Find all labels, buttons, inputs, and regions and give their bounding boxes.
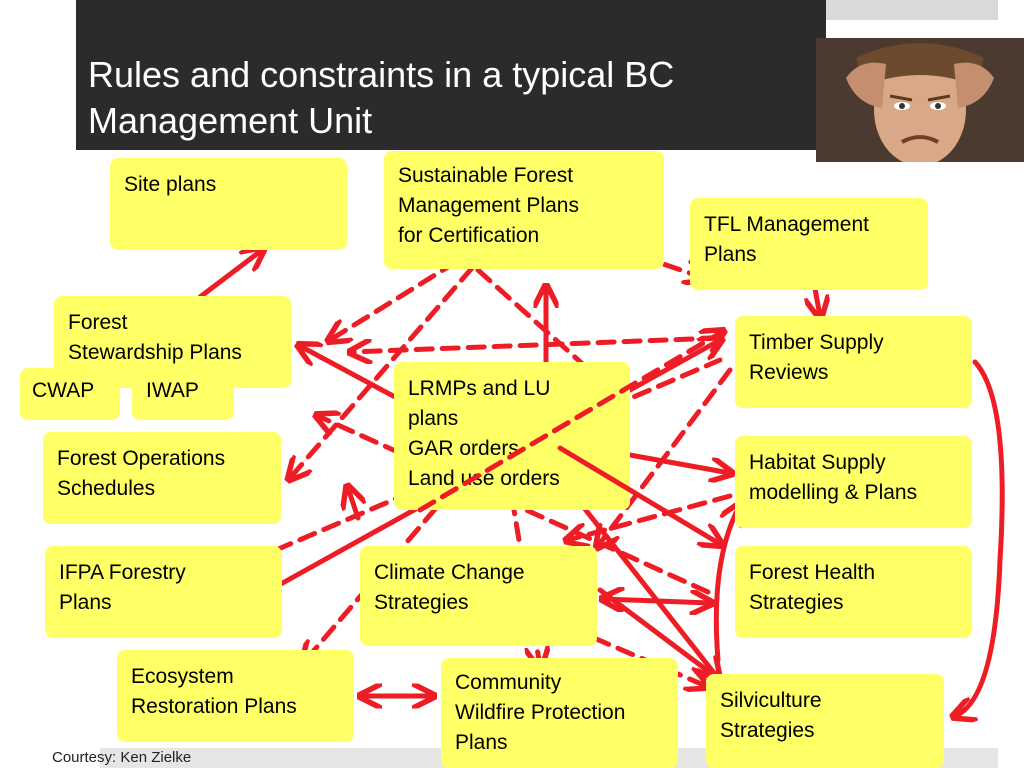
box-lrmp-line-4: Land use orders: [408, 467, 560, 490]
title-band: [76, 0, 826, 150]
box-site-plans: Site plans: [110, 158, 347, 250]
box-forest-health-line-2: Strategies: [749, 591, 844, 614]
box-forest-ops: Forest Operations Schedules: [43, 432, 281, 524]
box-sfm-plans-line-2: Management Plans: [398, 194, 579, 217]
box-lrmp-line-2: plans: [408, 407, 459, 430]
arrow-tsr-to-climate: [598, 367, 733, 546]
box-tfl-plans-line-2: Plans: [704, 243, 757, 266]
box-community-wildfire-line-2: Wildfire Protection: [455, 701, 626, 724]
arrow-tsr-to-fsp: [352, 335, 721, 352]
frustrated-man-photo: [816, 38, 1024, 162]
arrow-tsr-loop-silviculture: [955, 359, 1005, 716]
box-ifpa-line-2: Plans: [59, 591, 112, 614]
box-cwap: CWAP: [20, 368, 120, 420]
box-forest-ops-line-2: Schedules: [57, 477, 156, 500]
box-timber-supply-line-1: Timber Supply: [749, 331, 884, 354]
box-lrmp: LRMPs and LU plans GAR orders Land use o…: [394, 362, 630, 510]
box-community-wildfire-line-1: Community: [455, 671, 562, 694]
arrow-cross-lrmp-dashed: [417, 332, 722, 513]
box-habitat-supply-line-2: modelling & Plans: [749, 481, 918, 504]
box-climate-change-line-1: Climate Change: [374, 561, 525, 584]
arrow-to-fsp: [300, 346, 413, 408]
box-timber-supply: Timber Supply Reviews: [735, 316, 972, 408]
box-ecosystem-restoration-line-2: Restoration Plans: [131, 695, 297, 718]
box-tfl-plans: TFL Management Plans: [690, 198, 928, 290]
box-forest-stewardship-line-1: Forest: [68, 311, 128, 334]
box-forest-stewardship-line-2: Stewardship Plans: [68, 341, 242, 364]
photo-illustration: [816, 38, 1024, 162]
box-forest-health-line-1: Forest Health: [749, 561, 876, 584]
box-community-wildfire-line-3: Plans: [455, 731, 508, 754]
box-silviculture-line-2: Strategies: [720, 719, 815, 742]
title-line-2: Management Unit: [88, 100, 373, 141]
courtesy-credit: Courtesy: Ken Zielke: [52, 749, 192, 766]
box-iwap: IWAP: [132, 368, 234, 420]
box-ecosystem-restoration-line-1: Ecosystem: [131, 665, 234, 688]
arrow-lrmp-to-habitat: [627, 452, 730, 473]
box-lrmp-line-3: GAR orders: [408, 437, 519, 460]
box-sfm-plans: Sustainable Forest Management Plans for …: [384, 151, 664, 269]
box-lrmp-line-1: LRMPs and LU: [408, 377, 551, 400]
arrow-cross-lrmp-solid: [557, 445, 720, 544]
box-silviculture-line-1: Silviculture: [720, 689, 822, 712]
title-line-1: Rules and constraints in a typical BC: [88, 54, 675, 95]
box-ifpa: IFPA Forestry Plans: [45, 546, 282, 638]
box-community-wildfire: Community Wildfire Protection Plans: [441, 658, 678, 768]
arrow-lrmp-to-silviculture: [567, 487, 718, 678]
box-timber-supply-line-2: Reviews: [749, 361, 829, 384]
arrow-forest-health-to-habitat: [713, 505, 740, 663]
decorative-strip: [826, 0, 998, 20]
arrow-sfm-to-fsp: [330, 259, 459, 340]
box-climate-change: Climate Change Strategies: [360, 546, 597, 646]
arrow-climate-forest-health: [604, 599, 710, 603]
arrow-sfm-to-fos: [290, 265, 475, 478]
box-ifpa-line-1: IFPA Forestry: [59, 561, 186, 584]
box-forest-health: Forest Health Strategies: [735, 546, 972, 638]
box-ecosystem-restoration: Ecosystem Restoration Plans: [117, 650, 354, 742]
box-forest-ops-line-1: Forest Operations: [57, 447, 226, 470]
box-climate-change-line-2: Strategies: [374, 591, 469, 614]
box-silviculture: Silviculture Strategies: [706, 674, 944, 768]
arrow-sfm-down: [475, 267, 599, 379]
box-iwap-line-1: IWAP: [146, 379, 199, 402]
arrow-fsp-to-site: [197, 250, 262, 300]
box-sfm-plans-line-1: Sustainable Forest: [398, 164, 574, 187]
box-habitat-supply-line-1: Habitat Supply: [749, 451, 886, 474]
box-cwap-line-1: CWAP: [32, 379, 95, 402]
box-tfl-plans-line-1: TFL Management: [704, 213, 869, 236]
slide-title: Rules and constraints in a typical BC Ma…: [88, 52, 808, 144]
box-site-plans-line-1: Site plans: [124, 173, 217, 196]
box-habitat-supply: Habitat Supply modelling & Plans: [735, 436, 972, 528]
box-sfm-plans-line-3: for Certification: [398, 224, 540, 247]
